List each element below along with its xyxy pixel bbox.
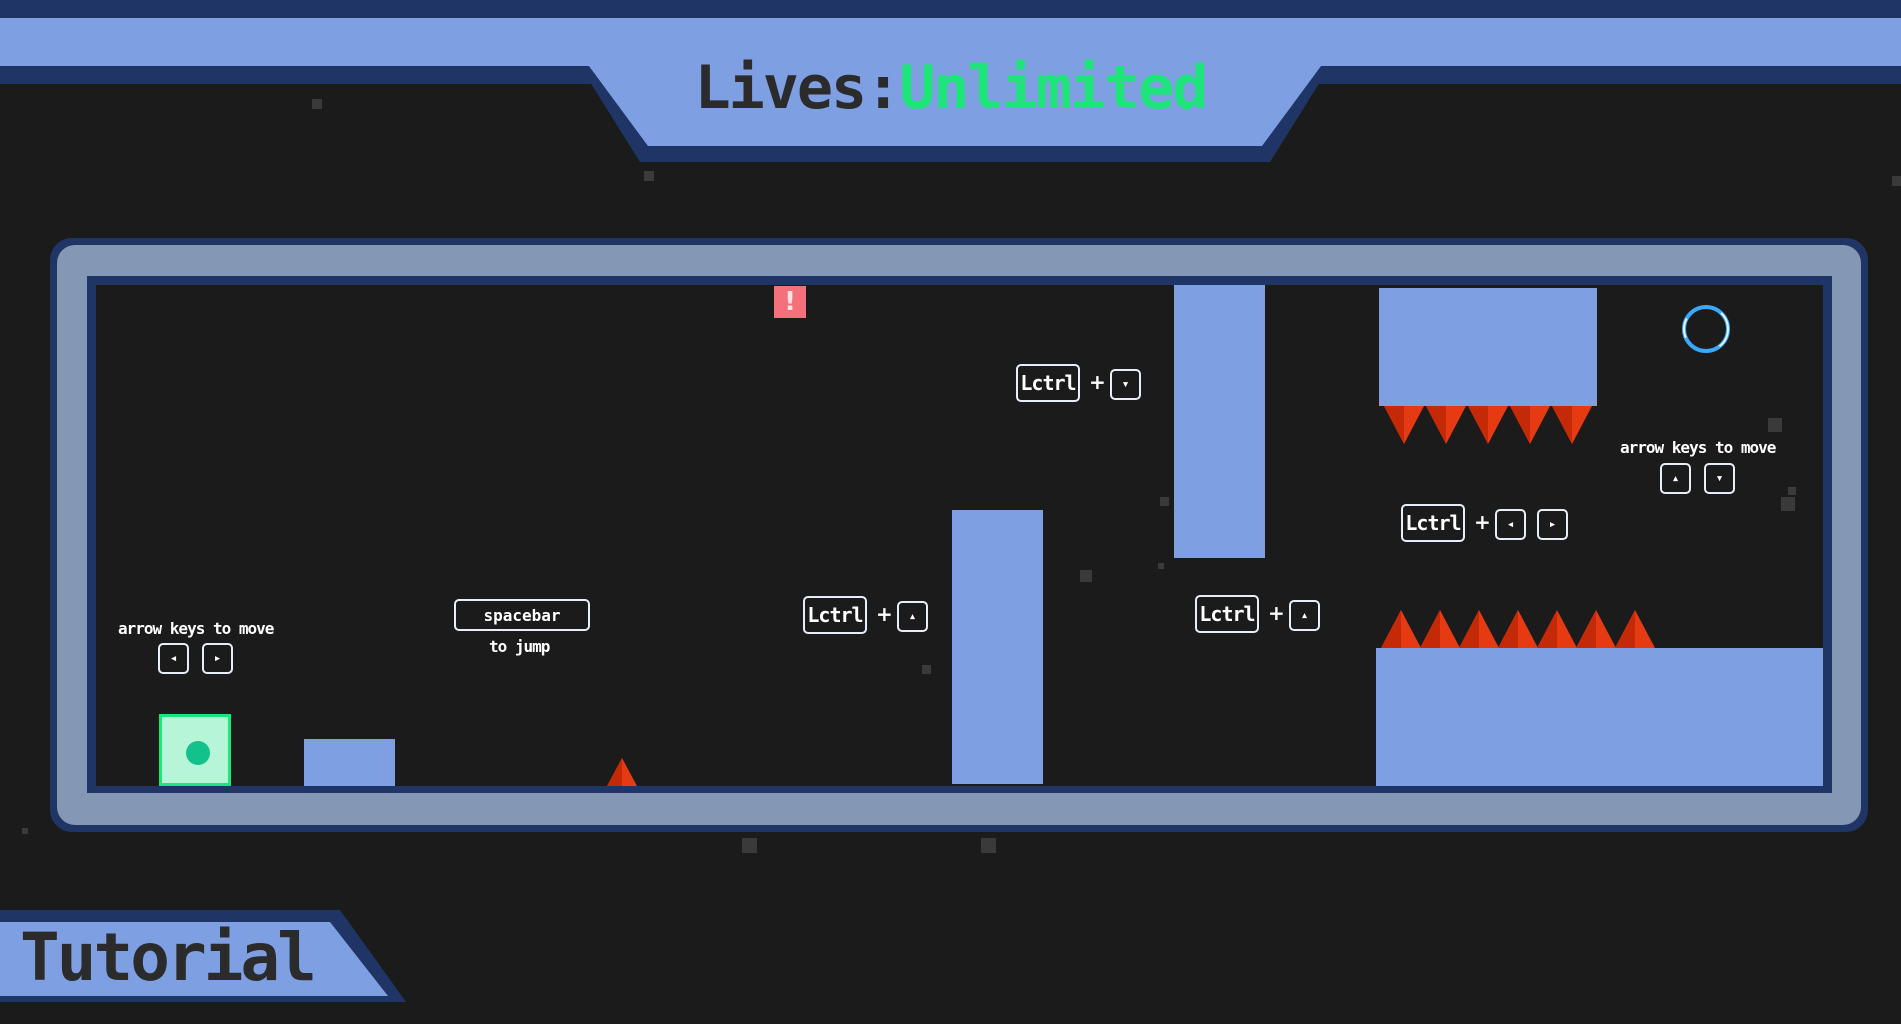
- arrow-down-key-icon: ▾: [1704, 463, 1735, 494]
- spike-row-floor: [1381, 610, 1655, 648]
- ctrl-key-icon: Lctrl: [1016, 364, 1080, 402]
- background-speck: [922, 665, 931, 674]
- platform-small: [304, 739, 395, 786]
- plus-sign: +: [1268, 601, 1285, 625]
- ctrl-key-icon: Lctrl: [1195, 595, 1259, 633]
- platform-ceiling-block: [1379, 288, 1597, 406]
- background-speck: [1781, 497, 1795, 511]
- background-speck: [1080, 570, 1092, 582]
- player-core: [186, 741, 210, 765]
- plus-sign: +: [876, 602, 893, 626]
- ctrl-key-icon: Lctrl: [803, 596, 867, 634]
- lives-label: Lives:: [694, 53, 902, 123]
- hint-jump: to jump: [489, 637, 550, 656]
- background-speck: [1160, 497, 1169, 506]
- arrow-down-key-icon: ▾: [1110, 369, 1141, 400]
- level-name-tag: [0, 910, 406, 1002]
- background-speck: [312, 99, 322, 109]
- top-bar: [0, 18, 1901, 66]
- background-speck: [22, 828, 28, 834]
- background-speck: [1788, 487, 1796, 495]
- spike-single: [607, 758, 637, 786]
- arrow-right-key-icon: ▸: [1537, 509, 1568, 540]
- player-cube: [159, 714, 231, 786]
- plus-sign: +: [1089, 370, 1106, 394]
- plus-sign: +: [1474, 510, 1491, 534]
- spike-row-ceiling: [1384, 406, 1592, 444]
- top-bar-border: [0, 0, 1901, 18]
- platform-pillar: [952, 510, 1043, 784]
- spacebar-key-icon: spacebar: [454, 599, 590, 631]
- background-speck: [981, 838, 996, 853]
- background-speck: [644, 171, 654, 181]
- arrow-up-key-icon: ▴: [897, 601, 928, 632]
- arrow-right-key-icon: ▸: [202, 643, 233, 674]
- level-name: Tutorial: [20, 919, 317, 996]
- arrow-left-key-icon: ◂: [158, 643, 189, 674]
- background-speck: [742, 838, 757, 853]
- background-speck: [1158, 563, 1164, 569]
- arrow-up-key-icon: ▴: [1289, 600, 1320, 631]
- arrow-left-key-icon: ◂: [1495, 509, 1526, 540]
- lives-counter: Lives:Unlimited: [0, 52, 1901, 124]
- goal-portal-icon: [1682, 305, 1730, 353]
- hint-move-up-down: arrow keys to move: [1620, 438, 1776, 457]
- hint-move-left-right: arrow keys to move: [118, 619, 274, 638]
- lives-value: Unlimited: [899, 53, 1208, 123]
- ctrl-key-icon: Lctrl: [1401, 504, 1465, 542]
- alert-icon: !: [774, 286, 806, 318]
- lives-panel: [580, 62, 1330, 162]
- platform-floor-block: [1376, 648, 1823, 786]
- platform-hanging-pillar: [1174, 285, 1265, 558]
- arrow-up-key-icon: ▴: [1660, 463, 1691, 494]
- background-speck: [1892, 176, 1901, 186]
- background-speck: [1768, 418, 1782, 432]
